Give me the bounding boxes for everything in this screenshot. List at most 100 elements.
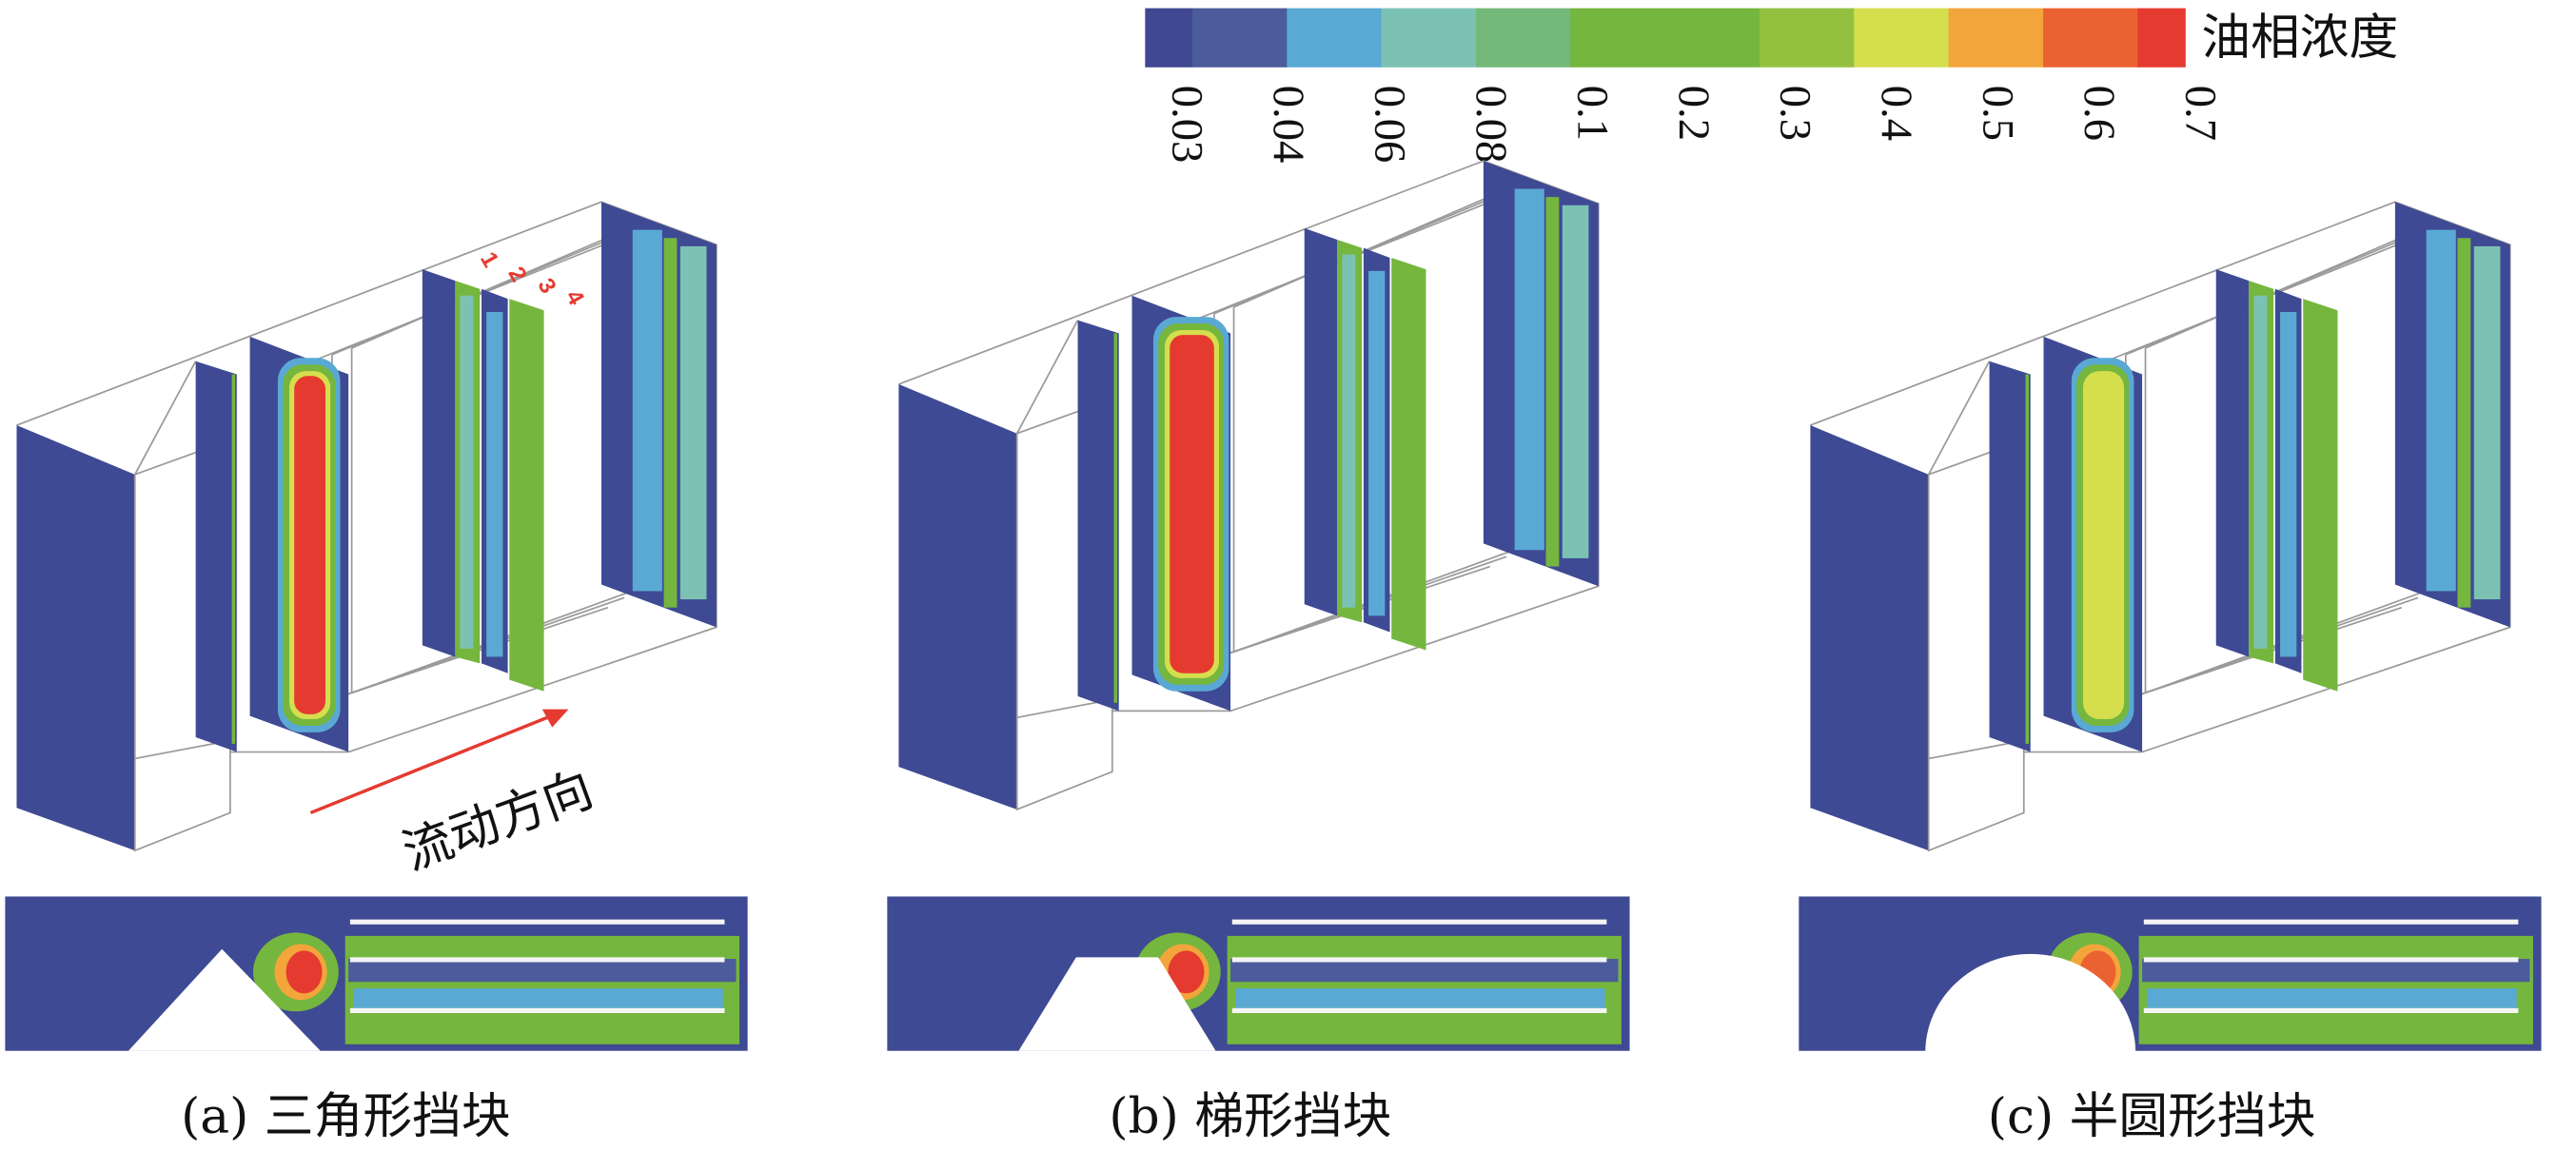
- inlet-face: [1810, 425, 1929, 851]
- panel-triangle: [5, 201, 748, 1051]
- baffle-plate-edge: [350, 347, 641, 694]
- colorbar-tick-label: 0.1: [1568, 86, 1618, 141]
- colorbar-tick-label: 0.3: [1771, 86, 1820, 141]
- colorbar-segment: [1475, 8, 1572, 68]
- section-plane-1-edge: [231, 374, 236, 744]
- legend-title: 油相浓度: [2201, 10, 2398, 67]
- colorbar-segment: [1145, 8, 1193, 68]
- strip-baffle-line: [349, 957, 725, 963]
- colorbar-segment: [1287, 8, 1383, 68]
- colorbar-tick-label: 0.08: [1466, 86, 1516, 164]
- colorbar-tick-label: 0.5: [1974, 86, 2023, 141]
- concentration-core: [2088, 376, 2119, 714]
- concentration-core: [294, 376, 326, 714]
- obstacle-semicircle: [1925, 953, 2136, 1053]
- section-plane-4-band: [1342, 254, 1356, 608]
- outlet-band-3: [2473, 245, 2501, 600]
- strip-baffle-line: [1231, 1007, 1607, 1014]
- section-plane-3: [422, 269, 456, 657]
- outlet-band-2: [2457, 238, 2471, 608]
- baffle-plate-edge: [2144, 347, 2435, 694]
- strip-baffle-line: [349, 919, 725, 925]
- outlet-band-2: [1545, 197, 1560, 567]
- colorbar-segment: [1570, 8, 1760, 68]
- domain-outline: [1810, 201, 2511, 753]
- panels: [5, 160, 2542, 1053]
- strip-baffle-line: [2143, 957, 2519, 963]
- section-plane-6: [1391, 257, 1426, 651]
- domain-outline: [898, 160, 1600, 712]
- section-plane-6: [2303, 299, 2338, 692]
- outlet-band-3: [1562, 205, 1589, 558]
- colorbar-tick-label: 0.2: [1669, 86, 1719, 141]
- inlet-face: [16, 425, 135, 851]
- strip-cyan-channel: [1235, 988, 1605, 1008]
- flow-direction-arrow: [309, 709, 569, 815]
- section-plane-5-band: [1368, 270, 1386, 616]
- domain-edge: [1015, 320, 1079, 435]
- baffle-plate-edge: [2145, 222, 2435, 349]
- strip-baffle-line: [1231, 957, 1607, 963]
- outlet-band-1: [632, 229, 662, 592]
- section-plane-1: [195, 361, 237, 752]
- colorbar-segment: [1854, 8, 1950, 68]
- section-plane-1: [1989, 361, 2031, 752]
- colorbar-tick-label: 0.06: [1366, 86, 1415, 164]
- section-plane-1-edge: [1113, 333, 1117, 703]
- section-plane-3: [1304, 227, 1338, 616]
- panel-semicircle: [1799, 201, 2542, 1053]
- flow-direction-label: 流动方向: [396, 761, 600, 882]
- colorbar-segment: [1381, 8, 1477, 68]
- strip-cyan-channel: [2147, 988, 2517, 1008]
- baffle-number-1: 1: [475, 247, 503, 271]
- arrow-shaft: [309, 712, 557, 815]
- section-plane-1: [1077, 320, 1119, 712]
- obstacle-trapezoid: [1018, 957, 1216, 1051]
- colorbar-tick-label: 0.04: [1264, 86, 1313, 164]
- caption-c: (c) 半圆形挡块: [1988, 1088, 2316, 1145]
- section-plane-4-band: [460, 295, 474, 649]
- section-plane-3: [2215, 269, 2250, 657]
- section-plane-5-band: [2280, 311, 2297, 657]
- strip-blue-channel: [1230, 959, 1619, 983]
- baffle-plate-edge: [351, 222, 641, 349]
- colorbar-tick-label: 0.03: [1163, 86, 1212, 164]
- section-strip: [5, 896, 748, 1051]
- outlet-band-1: [1514, 188, 1544, 551]
- strip-baffle-line: [2143, 1007, 2519, 1014]
- colorbar-segment: [1191, 8, 1288, 68]
- strip-hotspot-core: [285, 950, 323, 994]
- outlet-band-1: [2426, 229, 2456, 592]
- colorbar-segment: [1948, 8, 2044, 68]
- caption-a: (a) 三角形挡块: [181, 1088, 511, 1145]
- strip-hotspot-core: [1168, 950, 1205, 994]
- section-plane-4-band: [2253, 295, 2268, 649]
- section-strip: [1799, 896, 2542, 1053]
- baffle-plate-edge: [1233, 181, 1524, 308]
- baffle-number-3: 3: [532, 274, 560, 298]
- strip-blue-channel: [348, 959, 737, 983]
- strip-baffle-line: [2143, 919, 2519, 925]
- obstacle-triangle: [128, 948, 321, 1051]
- strip-baffle-line: [349, 1007, 725, 1014]
- baffle-plate-edge: [1232, 306, 1524, 654]
- baffle-number-4: 4: [560, 285, 589, 310]
- concentration-core: [1170, 335, 1214, 673]
- outlet-band-3: [679, 245, 707, 600]
- panel-trapezoid: [887, 160, 1630, 1051]
- domain-edge: [134, 361, 197, 476]
- baffle-number-2: 2: [502, 263, 531, 286]
- colorbar-segment: [2137, 8, 2186, 68]
- section-plane-6: [509, 299, 544, 692]
- colorbar-segment: [1759, 8, 1856, 68]
- arrow-head-icon: [541, 709, 569, 728]
- caption-b: (b) 梯形挡块: [1109, 1088, 1391, 1145]
- colorbar-segment: [2042, 8, 2139, 68]
- colorbar-tick-label: 0.7: [2176, 86, 2226, 141]
- inlet-face: [898, 383, 1017, 810]
- strip-blue-channel: [2142, 959, 2530, 983]
- section-strip: [887, 896, 1630, 1051]
- strip-cyan-channel: [353, 988, 723, 1008]
